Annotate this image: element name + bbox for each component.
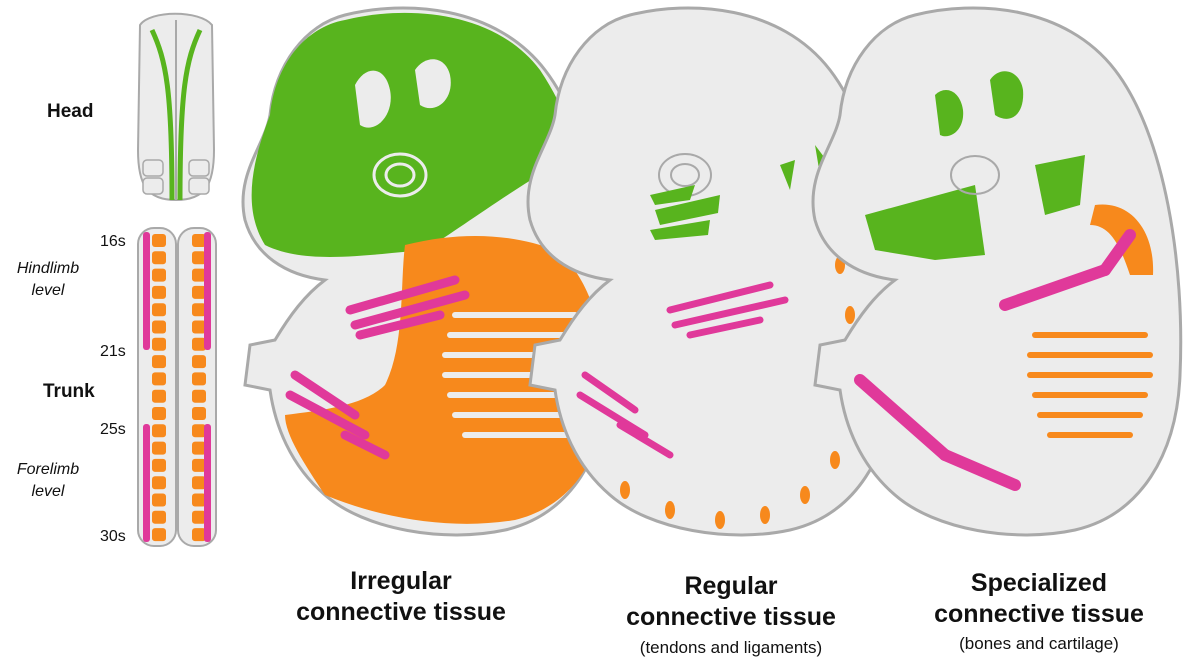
- somite-block: [192, 390, 206, 403]
- somite-block: [152, 528, 166, 541]
- caption-regular-line2: connective tissue: [626, 603, 836, 631]
- somite-block: [152, 442, 166, 455]
- embryo-irregular: [243, 8, 611, 535]
- somite-block: [152, 338, 166, 351]
- cartilage-dot: [800, 486, 810, 504]
- somite-block: [192, 442, 206, 455]
- somite-block: [152, 407, 166, 420]
- hindlimb-label-line1: Hindlimb: [17, 260, 79, 277]
- somite-block: [192, 355, 206, 368]
- trunk-schematic: [138, 228, 216, 546]
- somite-block: [192, 372, 206, 385]
- caption-specialized-sub: (bones and cartilage): [899, 634, 1179, 654]
- caption-specialized: Specialized connective tissue: [899, 568, 1179, 630]
- caption-regular-sub: (tendons and ligaments): [591, 638, 871, 658]
- somite-block: [192, 494, 206, 507]
- cartilage-dot: [845, 306, 855, 324]
- somite-block: [192, 269, 206, 282]
- somite-block: [192, 286, 206, 299]
- caption-irregular-line1: Irregular: [350, 567, 451, 595]
- somite-block: [192, 424, 206, 437]
- caption-irregular: Irregular connective tissue: [261, 566, 541, 628]
- hindlimb-label-line2: level: [32, 282, 65, 299]
- somite-block: [152, 424, 166, 437]
- somite-block: [192, 511, 206, 524]
- caption-irregular-line2: connective tissue: [296, 598, 506, 626]
- embryo-specialized: [813, 8, 1181, 535]
- somite-block: [152, 494, 166, 507]
- somite-block: [152, 511, 166, 524]
- hindlimb-level-label: Hindlimb level: [8, 258, 88, 302]
- caption-regular-line1: Regular: [684, 572, 777, 600]
- cartilage-dot: [665, 501, 675, 519]
- caption-regular: Regular connective tissue: [591, 571, 871, 633]
- caption-specialized-line1: Specialized: [971, 569, 1107, 597]
- stage-25s: 25s: [100, 421, 126, 439]
- somite-block: [152, 372, 166, 385]
- somite-block: [152, 234, 166, 247]
- head-schematic: [138, 14, 214, 200]
- somite-block: [152, 251, 166, 264]
- stage-30s: 30s: [100, 528, 126, 546]
- head-label: Head: [47, 101, 93, 123]
- somite-block: [192, 528, 206, 541]
- forelimb-label-line1: Forelimb: [17, 461, 79, 478]
- somite-block: [152, 321, 166, 334]
- stage-21s: 21s: [100, 343, 126, 361]
- somite-block: [192, 303, 206, 316]
- somite-block: [152, 390, 166, 403]
- somite-block: [152, 476, 166, 489]
- somite-block: [192, 321, 206, 334]
- somite-block: [152, 459, 166, 472]
- somite-block: [192, 407, 206, 420]
- caption-specialized-line2: connective tissue: [934, 600, 1144, 628]
- somite-block: [192, 338, 206, 351]
- trunk-label: Trunk: [43, 381, 95, 403]
- somite-block: [192, 459, 206, 472]
- somite-block: [152, 269, 166, 282]
- somite-block: [192, 234, 206, 247]
- somite-block: [152, 355, 166, 368]
- embryo-regular: [528, 8, 896, 535]
- somite-block: [152, 303, 166, 316]
- somite-block: [192, 476, 206, 489]
- somite-block: [192, 251, 206, 264]
- cartilage-dot: [830, 451, 840, 469]
- somite-block: [152, 286, 166, 299]
- cartilage-dot: [620, 481, 630, 499]
- forelimb-level-label: Forelimb level: [8, 459, 88, 503]
- forelimb-label-line2: level: [32, 483, 65, 500]
- cartilage-dot: [760, 506, 770, 524]
- cartilage-dot: [715, 511, 725, 529]
- stage-16s: 16s: [100, 233, 126, 251]
